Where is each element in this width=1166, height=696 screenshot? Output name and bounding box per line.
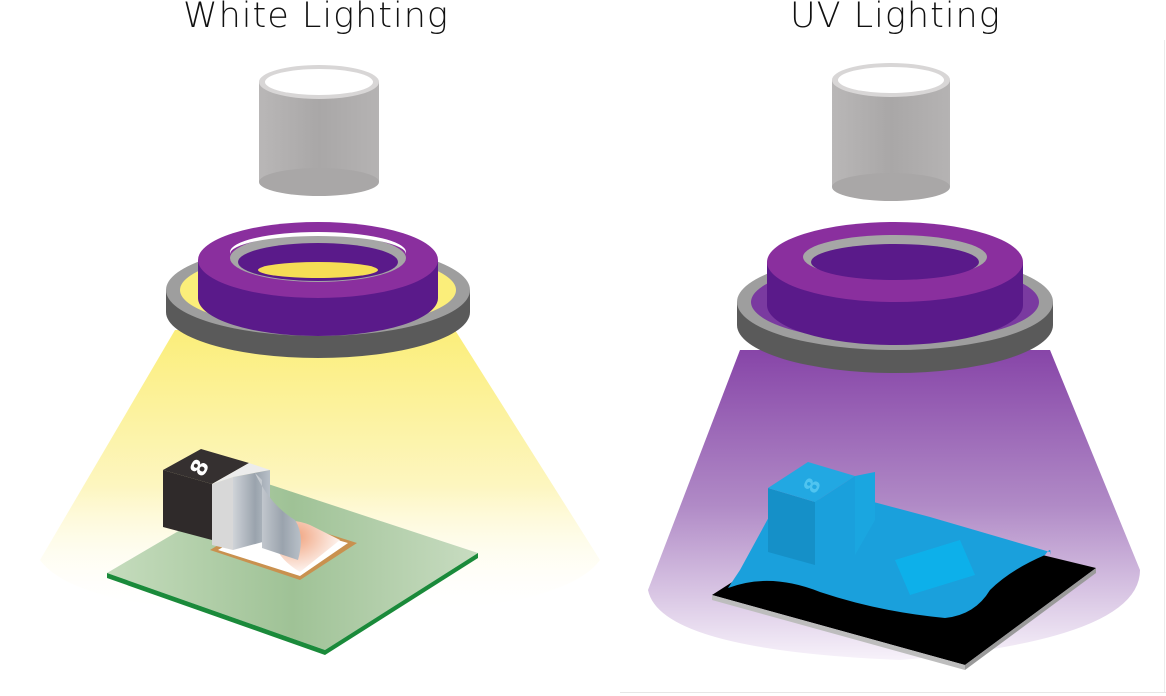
uv-lighting-illustration: 8 [648, 63, 1140, 670]
divider [620, 692, 1166, 693]
component: 8 [163, 449, 301, 560]
ring-light-icon [737, 222, 1053, 373]
camera-icon [832, 63, 950, 201]
divider [1164, 40, 1165, 692]
uv-lighting-title: UV Lighting [790, 0, 1001, 36]
ring-light-icon [166, 222, 470, 358]
white-lighting-title: White Lighting [183, 0, 449, 36]
white-lighting-illustration: 8 [40, 65, 600, 655]
camera-icon [259, 65, 379, 196]
conformal-coating: 8 [728, 462, 1051, 618]
uv-lighting-panel: 8 UV Lighting [620, 0, 1166, 696]
white-lighting-panel: 8 White Lighting [40, 0, 600, 655]
